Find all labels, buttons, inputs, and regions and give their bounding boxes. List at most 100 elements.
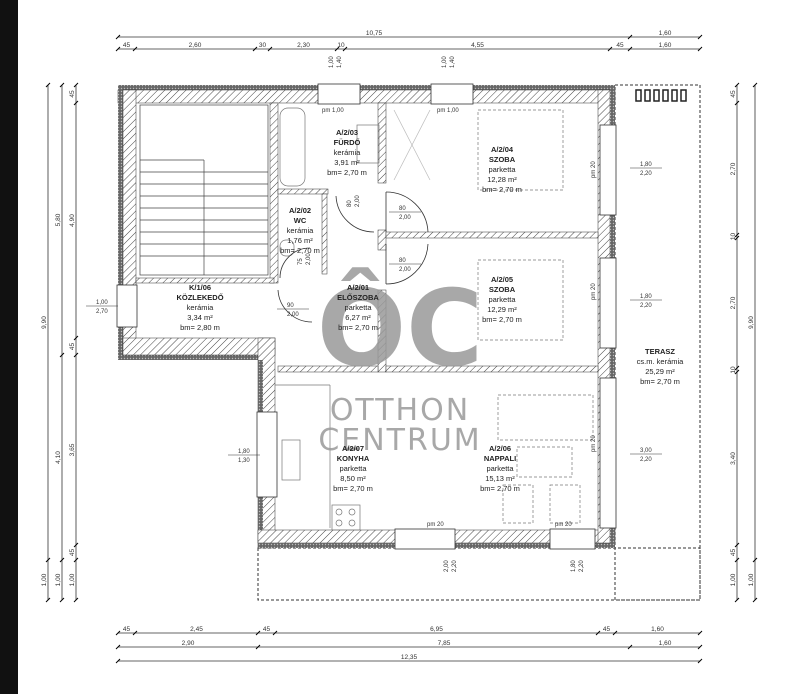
room-id: K/1/06 bbox=[189, 283, 211, 292]
opening-dimension: 80 bbox=[399, 258, 406, 264]
opening-dimension: pm 20 bbox=[591, 161, 597, 178]
opening-dimension: 3,00 bbox=[640, 448, 652, 454]
room-floor: parketta bbox=[344, 303, 372, 312]
dimension-label: 2,45 bbox=[190, 626, 203, 633]
opening-dimension: 1,80 bbox=[640, 294, 652, 300]
dimension-tick bbox=[73, 335, 79, 341]
room-id: A/2/01 bbox=[347, 283, 369, 292]
dimension-tick bbox=[697, 46, 703, 52]
dimension-tick bbox=[255, 644, 261, 650]
dimension-label: 1,60 bbox=[659, 42, 672, 49]
dimension-label: 1,60 bbox=[659, 30, 672, 37]
room-floor: kerámia bbox=[187, 303, 215, 312]
dimension-tick bbox=[734, 597, 740, 603]
dimension-label: 2,30 bbox=[297, 42, 310, 49]
dimension-label: 2,90 bbox=[182, 640, 195, 647]
room-floor: cs.m. kerámia bbox=[637, 357, 685, 366]
dimension-tick bbox=[73, 542, 79, 548]
dimension-label: 3,40 bbox=[730, 452, 737, 465]
dimension-tick bbox=[252, 46, 258, 52]
dimension-label: 10 bbox=[337, 42, 345, 49]
opening-dimension: 1,30 bbox=[238, 458, 250, 464]
room-area: 12,28 m² bbox=[487, 175, 517, 184]
dimension-label: 9,90 bbox=[41, 316, 48, 329]
dimension-label: 12,35 bbox=[401, 654, 418, 661]
dimension-label: 6,95 bbox=[430, 626, 443, 633]
dimension-tick bbox=[115, 644, 121, 650]
chair-icon bbox=[549, 484, 581, 524]
sofa-icon bbox=[497, 394, 594, 441]
opening-dimension: 2,20 bbox=[452, 560, 458, 572]
opening-dimension: 1,40 bbox=[450, 56, 456, 68]
dimension-tick bbox=[752, 597, 758, 603]
room-name: NAPPALI bbox=[484, 454, 516, 463]
dimension-label: 7,85 bbox=[438, 640, 451, 647]
opening-dimension: 90 bbox=[287, 303, 294, 309]
dimension-tick bbox=[595, 630, 601, 636]
room-area: 25,29 m² bbox=[645, 367, 675, 376]
dimension-tick bbox=[752, 82, 758, 88]
washbasin-icon bbox=[356, 124, 380, 164]
dimension-label: 45 bbox=[69, 343, 76, 351]
dimension-label: 45 bbox=[730, 549, 737, 557]
room-floor: parketta bbox=[339, 464, 367, 473]
room-name: TERASZ bbox=[645, 347, 675, 356]
opening-dimension: 75 bbox=[298, 258, 304, 265]
opening-dimension: 2,20 bbox=[640, 457, 652, 463]
room-area: 15,13 m² bbox=[485, 474, 515, 483]
room-id: A/2/03 bbox=[336, 128, 358, 137]
dimension-tick bbox=[627, 644, 633, 650]
dimension-tick bbox=[627, 34, 633, 40]
opening-dimension: 1,00 bbox=[442, 56, 448, 68]
dimension-label: 30 bbox=[259, 42, 267, 49]
dimension-tick bbox=[697, 630, 703, 636]
opening-dimension: 2,00 bbox=[287, 312, 299, 318]
otthon-centrum-watermark: ÔC OTTHON CENTRUM bbox=[317, 267, 483, 458]
room-area: 8,50 m² bbox=[340, 474, 366, 483]
room-area: 12,29 m² bbox=[487, 305, 517, 314]
dimension-label: 1,00 bbox=[69, 573, 76, 586]
room-height: bm= 2,70 m bbox=[480, 484, 520, 493]
dimension-tick bbox=[45, 597, 51, 603]
dimension-label: 45 bbox=[123, 42, 131, 49]
room-area: 3,91 m² bbox=[334, 158, 360, 167]
dimension-tick bbox=[734, 557, 740, 563]
dimension-tick bbox=[59, 82, 65, 88]
opening-dimension: pm 20 bbox=[591, 283, 597, 300]
room-floor: kerámia bbox=[287, 226, 315, 235]
room-name: SZOBA bbox=[489, 155, 516, 164]
dimension-label: 1,60 bbox=[651, 626, 664, 633]
dimension-tick bbox=[734, 100, 740, 106]
dimension-label: 4,10 bbox=[55, 451, 62, 464]
dimension-label: 45 bbox=[69, 549, 76, 557]
dimension-tick bbox=[342, 46, 348, 52]
dimension-tick bbox=[734, 82, 740, 88]
table-icon bbox=[516, 446, 573, 478]
opening-dimension: 2,20 bbox=[640, 303, 652, 309]
dimension-label: 2,60 bbox=[189, 42, 202, 49]
door-swings bbox=[277, 191, 429, 323]
dimension-label: 4,90 bbox=[69, 214, 76, 227]
room-height: bm= 2,70 m bbox=[338, 323, 378, 332]
interior-walls bbox=[135, 102, 599, 373]
dimension-tick bbox=[73, 82, 79, 88]
room-area: 6,27 m² bbox=[345, 313, 371, 322]
dimension-tick bbox=[59, 557, 65, 563]
dimension-tick bbox=[607, 46, 613, 52]
dimension-label: 2,70 bbox=[730, 162, 737, 175]
dimension-tick bbox=[115, 34, 121, 40]
room-height: bm= 2,70 m bbox=[482, 185, 522, 194]
dimension-tick bbox=[45, 557, 51, 563]
terrace-outline bbox=[614, 84, 701, 601]
room-floor: kerámia bbox=[334, 148, 362, 157]
opening-dimension: 2,20 bbox=[579, 560, 585, 572]
dimension-tick bbox=[697, 658, 703, 664]
room-floor: parketta bbox=[488, 295, 516, 304]
dimension-label: 45 bbox=[730, 90, 737, 98]
svg-text:CENTRUM: CENTRUM bbox=[318, 423, 481, 458]
dimension-tick bbox=[734, 235, 740, 241]
dimension-tick bbox=[697, 34, 703, 40]
